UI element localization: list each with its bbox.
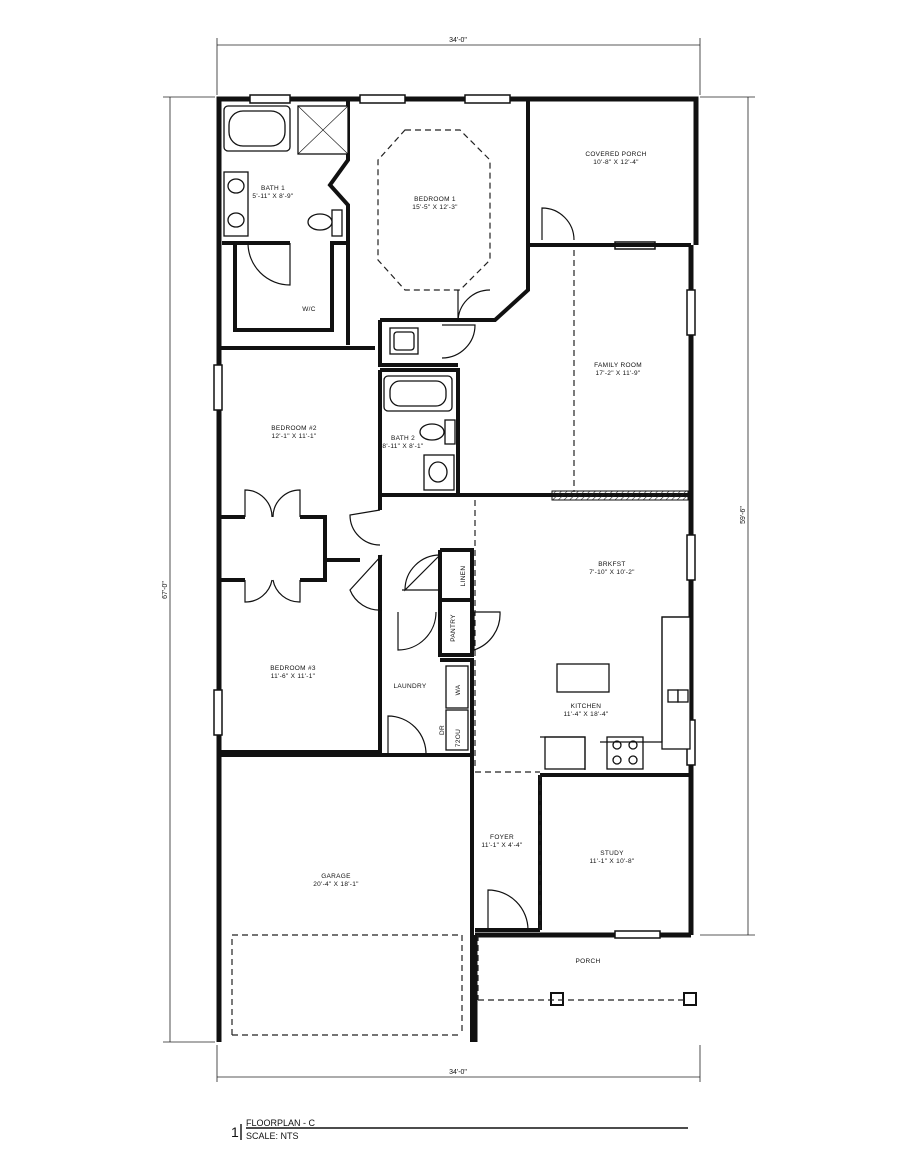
dryer-label: DR bbox=[439, 725, 446, 735]
room-wic-name: W/C bbox=[302, 306, 316, 313]
dim-top: 34'-0" bbox=[449, 37, 467, 44]
pantry-label: PANTRY bbox=[450, 614, 457, 642]
doors bbox=[244, 207, 575, 931]
dim-bottom: 34'-0" bbox=[449, 1069, 467, 1076]
room-kitchen-name: KITCHEN bbox=[571, 703, 602, 710]
room-study-name: STUDY bbox=[600, 850, 624, 857]
room-laundry-name: LAUNDRY bbox=[393, 683, 426, 690]
room-garage-name: GARAGE bbox=[321, 873, 351, 880]
room-bath-2-name: BATH 2 bbox=[391, 435, 415, 442]
washer-label: WA bbox=[455, 684, 462, 695]
room-bedroom-3-size: 11'-6" X 11'-1" bbox=[271, 673, 316, 680]
room-study-size: 11'-1" X 10'-8" bbox=[589, 858, 634, 865]
fixture-labels: LINEN PANTRY WA DR 72OU bbox=[439, 566, 467, 747]
dimension-lines bbox=[163, 38, 755, 1082]
title-name: FLOORPLAN - C bbox=[246, 1118, 316, 1128]
kitchen-counter bbox=[540, 616, 690, 770]
beam-hatch bbox=[551, 490, 689, 501]
room-bath-2-size: 8'-11" X 8'-1" bbox=[382, 443, 424, 450]
title-block-lines bbox=[240, 1124, 688, 1140]
linen-label: LINEN bbox=[460, 566, 467, 587]
room-porch-name: PORCH bbox=[576, 958, 601, 965]
water-heater-label: 72OU bbox=[455, 729, 462, 747]
room-brkfst-size: 7'-10" X 10'-2" bbox=[589, 569, 635, 576]
room-bedroom-1-size: 15'-5" X 12'-3" bbox=[412, 204, 458, 211]
dim-right: 59'-6" bbox=[740, 506, 747, 524]
room-covered-porch-size: 10'-8" X 12'-4" bbox=[593, 159, 639, 166]
title-number: 1 bbox=[231, 1124, 239, 1140]
dim-left: 67'-0" bbox=[162, 581, 169, 599]
dashed-lines bbox=[231, 129, 684, 1036]
room-brkfst-name: BRKFST bbox=[598, 561, 625, 568]
room-bedroom-2-name: BEDROOM #2 bbox=[271, 425, 317, 432]
room-labels: COVERED PORCH 10'-8" X 12'-4" BATH 1 5'-… bbox=[252, 151, 646, 965]
room-family-room-name: FAMILY ROOM bbox=[594, 362, 642, 369]
room-bath-1-size: 5'-11" X 8'-9" bbox=[252, 193, 294, 200]
room-foyer-size: 11'-1" X 4'-4" bbox=[481, 842, 523, 849]
room-bath-1-name: BATH 1 bbox=[261, 185, 285, 192]
porch-posts bbox=[550, 992, 697, 1006]
room-bedroom-3-name: BEDROOM #3 bbox=[270, 665, 316, 672]
room-bedroom-1-name: BEDROOM 1 bbox=[414, 196, 456, 203]
windows bbox=[213, 94, 696, 939]
room-family-room-size: 17'-2" X 11'-9" bbox=[595, 370, 640, 377]
room-bedroom-2-size: 12'-1" X 11'-1" bbox=[271, 433, 316, 440]
room-foyer-name: FOYER bbox=[490, 834, 514, 841]
room-covered-porch-name: COVERED PORCH bbox=[585, 151, 646, 158]
room-kitchen-size: 11'-4" X 18'-4" bbox=[563, 711, 608, 718]
room-garage-size: 20'-4" X 18'-1" bbox=[313, 881, 359, 888]
title-scale: SCALE: NTS bbox=[246, 1131, 299, 1141]
